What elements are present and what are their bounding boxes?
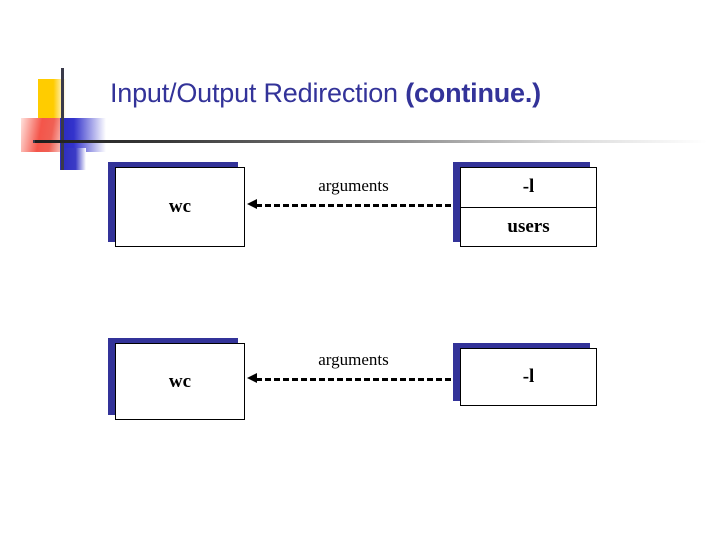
node-cell: -l [522,176,535,198]
blue-square-lower-icon [60,148,86,170]
row-1-connector: arguments [247,176,460,216]
node-cell: wc [168,196,192,217]
row-2-target-node: -l [453,343,597,406]
cross-vertical-line-icon [61,68,64,170]
dashed-line-icon [256,204,460,207]
node-cell: wc [168,370,192,392]
arrow-head-icon [247,373,257,383]
slide-title: Input/Output Redirection (continue.) [110,76,710,110]
row-2-connector: arguments [247,350,460,390]
node-cell: users [461,206,596,247]
slide-title-emphasis: (continue.) [405,78,541,108]
node-face: -l [460,348,597,406]
node-face: wc [115,167,245,247]
connector-label: arguments [318,350,389,369]
row-1-source-node: wc [108,162,245,247]
node-face: -l users [460,167,597,247]
row-2-source-node: wc [108,338,245,420]
arrow-head-icon [247,199,257,209]
node-face: wc [115,343,245,420]
dashed-line-icon [256,378,460,381]
slide-title-main: Input/Output Redirection [110,78,406,108]
title-divider [35,140,707,143]
connector-label: arguments [318,176,389,195]
row-1-target-node: -l users [453,162,597,247]
blue-square-icon [60,118,106,152]
node-cell: -l [522,366,535,387]
